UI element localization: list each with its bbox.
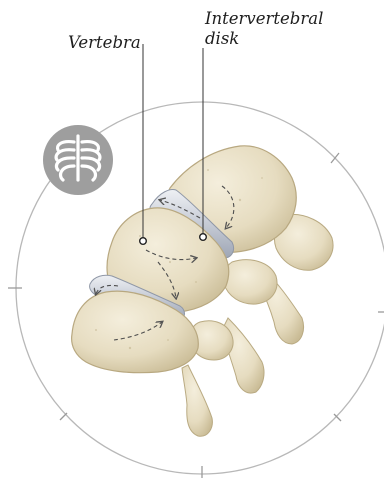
intervertebral-disk-label-line1: Intervertebral xyxy=(205,9,323,29)
vertebra-marker xyxy=(140,238,147,245)
ribcage-badge xyxy=(43,125,113,195)
disk-marker xyxy=(200,234,207,241)
intervertebral-disk-label: Intervertebral disk xyxy=(205,9,323,49)
vertebra-label: Vertebra xyxy=(68,33,141,53)
intervertebral-disk-label-line2: disk xyxy=(205,29,323,49)
